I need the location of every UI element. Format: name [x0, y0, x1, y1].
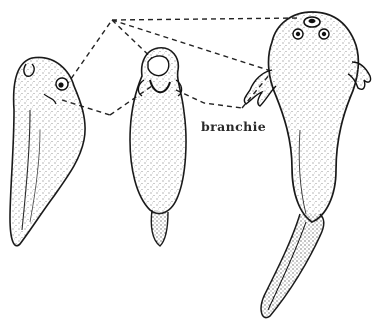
leader-line-middle-gill — [176, 90, 242, 108]
tadpole-early-stage — [10, 57, 85, 245]
tadpole-middle-head-detail — [148, 56, 169, 76]
tadpole-early-body — [10, 57, 85, 245]
tadpole-late-stage — [244, 12, 370, 318]
leader-line-right-upper — [112, 20, 268, 70]
leader-line-left-upper — [66, 20, 112, 86]
tadpole-late-head-body — [269, 12, 359, 222]
tadpole-middle-tail — [151, 210, 168, 246]
tadpole-late-gill-left — [244, 70, 276, 106]
leader-line-top — [112, 18, 300, 20]
branchie-label: branchie — [201, 119, 266, 134]
tadpole-late-tail — [261, 214, 324, 318]
tadpole-middle-stage — [130, 48, 186, 246]
